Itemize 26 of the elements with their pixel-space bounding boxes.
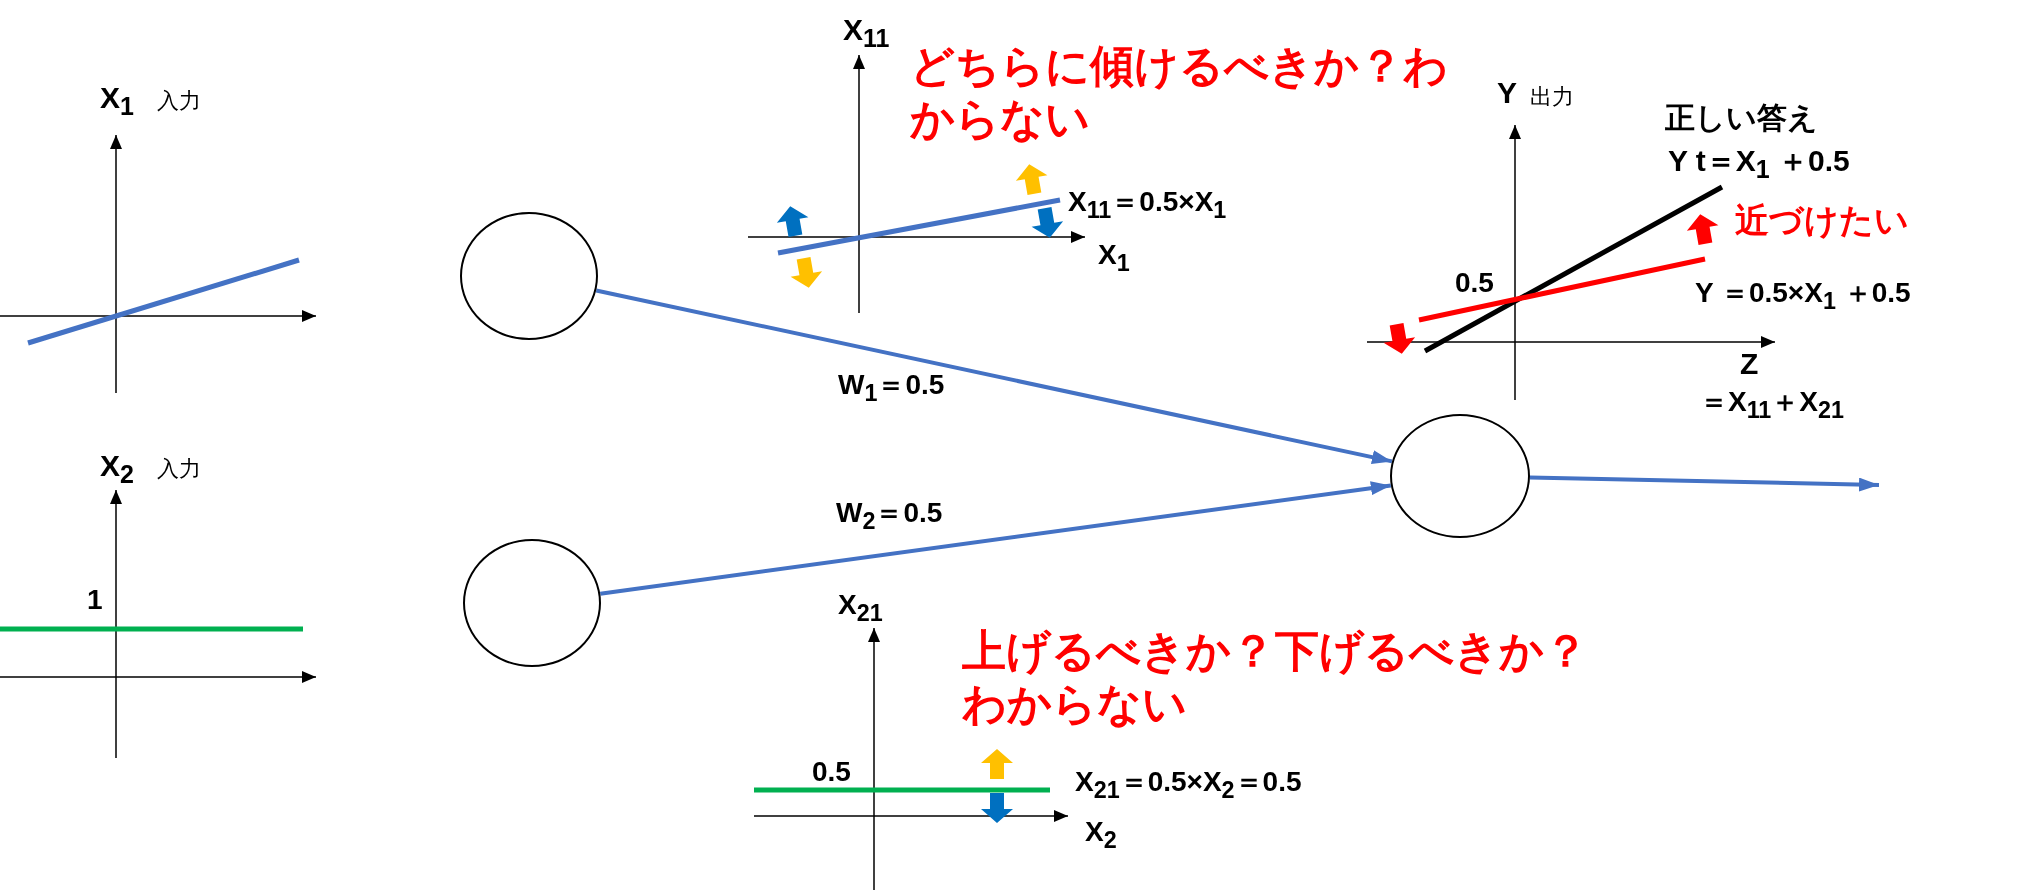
axis-label: X$_{1}$ (100, 80, 134, 121)
axis-label: Z (1740, 346, 1759, 382)
annotation-text: 正しい答え (1665, 100, 1818, 136)
formula-text: X$_{11}$＝0.5×X$_{1}$ (1068, 185, 1227, 225)
note-text: 上げるべきか？下げるべきか？わからない (962, 625, 1589, 730)
axis-label: X$_{2}$ (1085, 815, 1117, 855)
arrow (595, 288, 1393, 465)
note-text: 近づけたい (1735, 200, 1909, 241)
formula-text: Y t＝X$_{1}$ ＋0.5 (1668, 143, 1850, 184)
formula-text: ＝X$_{11}$＋X$_{21}$ (1700, 385, 1844, 425)
axis-label: 入力 (157, 456, 201, 483)
formula-text: Y ＝0.5×X$_{1}$ ＋0.5 (1695, 276, 1911, 316)
tick-label: 0.5 (812, 755, 851, 789)
arrow (600, 481, 1392, 596)
tick-label: 0.5 (1455, 266, 1494, 300)
formula-text: X$_{21}$＝0.5×X$_{2}$＝0.5 (1075, 765, 1302, 805)
tick-label: 1 (87, 583, 103, 617)
axis-label: X$_{21}$ (838, 588, 883, 628)
axis-label: X$_{11}$ (843, 12, 890, 53)
axis-label: 入力 (157, 88, 201, 115)
note-text: どちらに傾けるべきか？わからない (910, 40, 1449, 145)
axis-label: 出力 (1530, 84, 1574, 111)
axis-label: X$_{1}$ (1098, 238, 1130, 278)
axis-label: X$_{2}$ (100, 448, 134, 489)
arrow (1529, 475, 1880, 492)
axis-label: Y (1497, 75, 1517, 111)
